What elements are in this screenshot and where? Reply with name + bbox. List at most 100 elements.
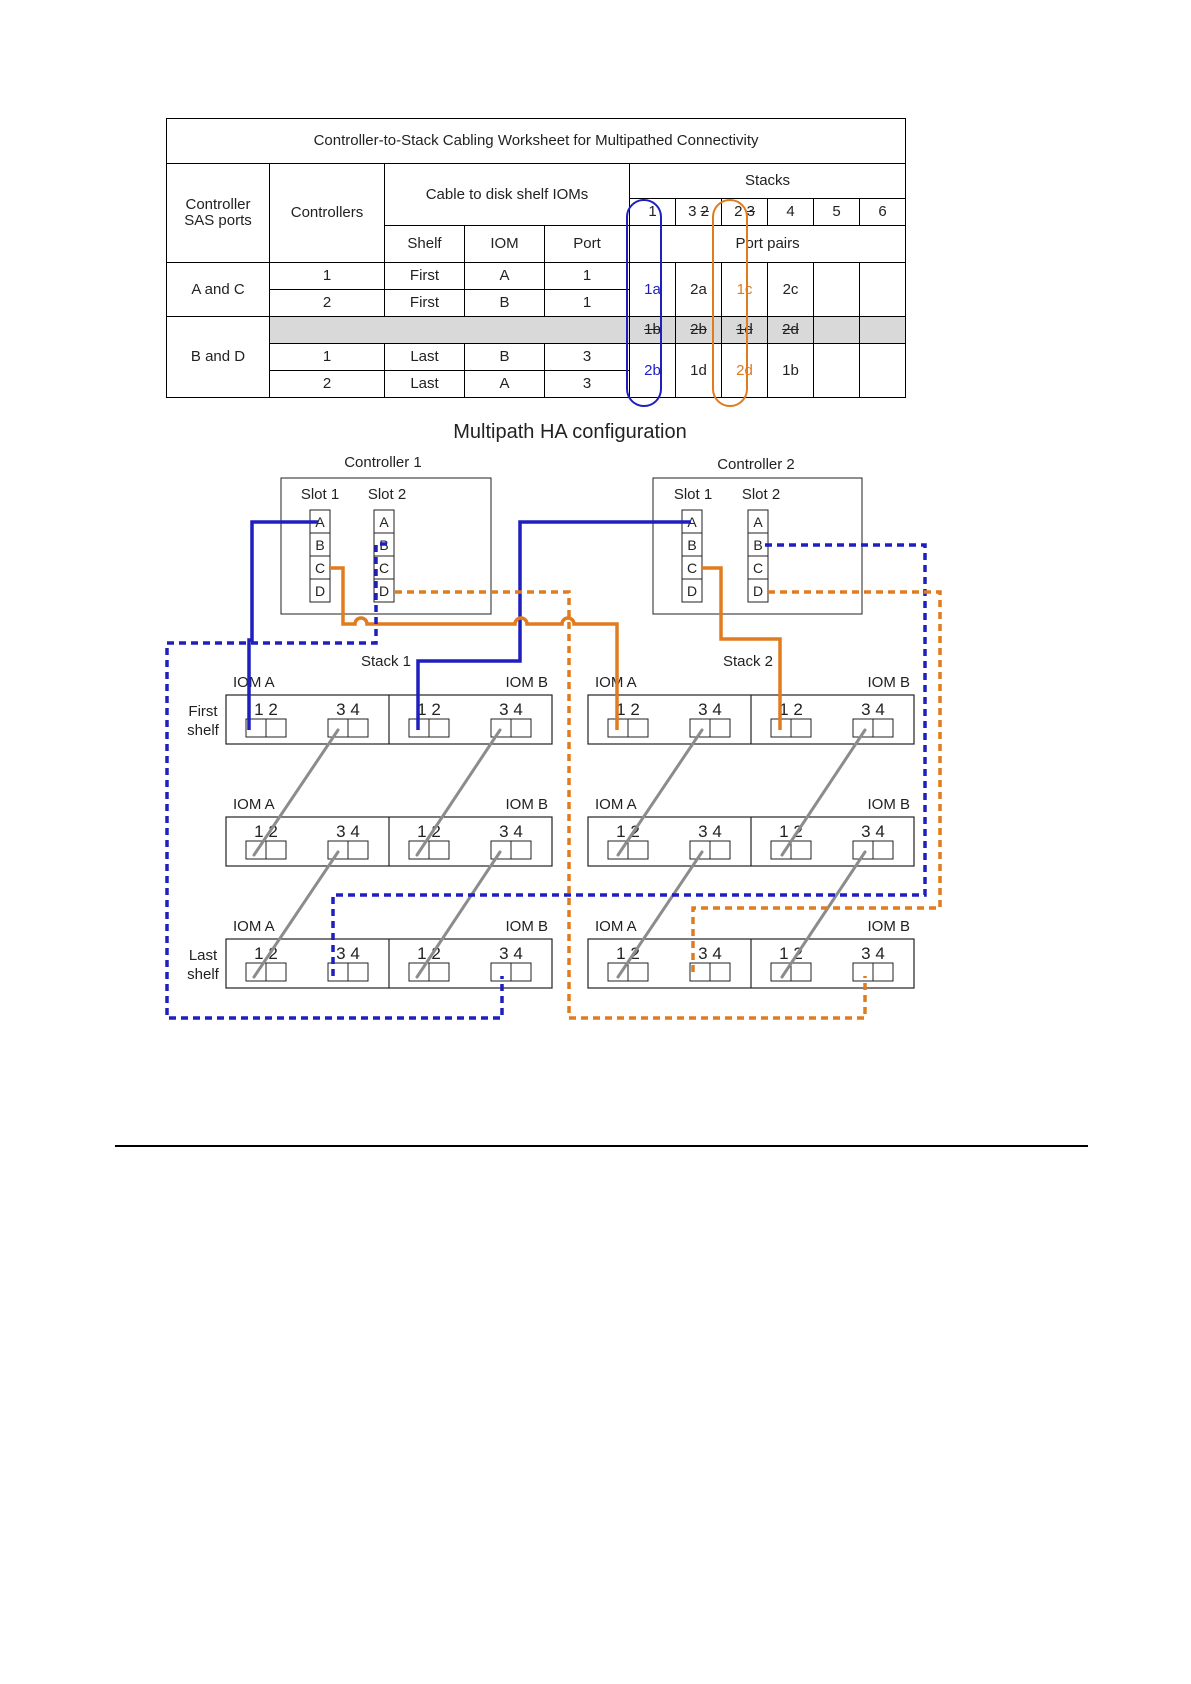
port-numbers: 1 2 <box>779 700 803 719</box>
iom-b-label: IOM B <box>867 796 910 813</box>
multipath-diagram: Multipath HA configuration Controller 1 … <box>165 421 942 1020</box>
chain-cable <box>252 850 340 979</box>
sas-port <box>347 718 369 738</box>
sas-port <box>265 962 287 982</box>
port-numbers: 3 4 <box>499 700 523 719</box>
chain-cable <box>780 850 867 979</box>
pair-cell-empty <box>858 262 907 317</box>
page-divider <box>115 1145 1088 1147</box>
cable-c1a-stack1 <box>247 520 318 730</box>
sas-port <box>852 962 874 982</box>
worksheet-title: Controller-to-Stack Cabling Worksheet fo… <box>165 118 907 164</box>
stack1-oval <box>626 199 662 407</box>
sas-port <box>872 718 894 738</box>
stack-number: 5 <box>813 198 860 226</box>
port-numbers: 1 2 <box>417 700 441 719</box>
port-letter: A <box>379 514 389 530</box>
port-letter: D <box>315 583 325 599</box>
stack-number: 2 3 <box>721 198 768 226</box>
controller2-slot1-label: Slot 1 <box>674 486 712 503</box>
port-numbers: 3 4 <box>499 822 523 841</box>
pair-cell: 2d <box>721 343 768 398</box>
port-numbers: 1 2 <box>779 822 803 841</box>
port-numbers: 3 4 <box>698 944 722 963</box>
sas-port <box>347 840 369 860</box>
cable-c1c-stack2 <box>329 566 619 730</box>
orange-solid-cables <box>329 566 782 730</box>
sas-port <box>428 718 450 738</box>
cell-controller: 1 <box>269 262 385 290</box>
chain-cable <box>616 728 704 857</box>
port-numbers: 3 4 <box>336 700 360 719</box>
port-letter: C <box>753 560 763 576</box>
sas-port <box>790 718 812 738</box>
sas-port <box>709 962 731 982</box>
port-letter: A <box>315 514 325 530</box>
cell-port: 3 <box>544 370 630 398</box>
port-letter: C <box>379 560 389 576</box>
stack-highlight-ovals <box>626 199 748 407</box>
sas-port <box>627 840 649 860</box>
diagram-title: Multipath HA configuration <box>453 421 686 443</box>
sas-port <box>510 718 532 738</box>
port-letter: B <box>687 537 696 553</box>
stack-number: 6 <box>858 198 907 226</box>
sas-port <box>709 840 731 860</box>
sas-port <box>790 962 812 982</box>
sas-port <box>327 718 349 738</box>
group-a-and-c: A and C <box>166 262 270 317</box>
iom-a-label: IOM A <box>595 796 637 813</box>
port-numbers: 1 2 <box>616 944 640 963</box>
pair-cell-empty <box>813 343 860 398</box>
port-letter: C <box>315 560 325 576</box>
orange-dashed-cables <box>395 590 942 1020</box>
sas-port <box>510 840 532 860</box>
sas-port <box>265 718 287 738</box>
iom-b-label: IOM B <box>867 918 910 935</box>
controller1-slot1-label: Slot 1 <box>301 486 339 503</box>
blue-dashed-cables <box>165 542 927 1020</box>
subheader-iom: IOM <box>464 225 545 263</box>
iom-a-label: IOM A <box>233 918 275 935</box>
cell-port: 1 <box>544 289 630 317</box>
cable-c1d-stack2-last <box>395 590 867 1020</box>
controller1-slot2-port-d <box>373 578 395 603</box>
sas-port <box>428 962 450 982</box>
struck-pair-empty <box>813 316 860 344</box>
iom-a-label: IOM A <box>595 918 637 935</box>
chain-cable <box>252 728 340 857</box>
iom-b-label: IOM B <box>505 796 548 813</box>
stack2-oval <box>712 199 748 407</box>
sas-port <box>428 840 450 860</box>
cell-iom: B <box>464 343 545 371</box>
subheader-port: Port <box>544 225 630 263</box>
port-numbers: 3 4 <box>861 700 885 719</box>
header-sas-ports: Controller SAS ports <box>166 163 270 263</box>
stack1-label: Stack 1 <box>361 653 411 670</box>
pair-cell: 1d <box>675 343 722 398</box>
cell-controller: 1 <box>269 343 385 371</box>
sas-port <box>790 840 812 860</box>
port-numbers: 1 2 <box>779 944 803 963</box>
iom-a-label: IOM A <box>233 674 275 691</box>
port-letter: A <box>753 514 763 530</box>
controller1-box <box>280 477 492 615</box>
controller2-slot1-port-d <box>681 578 703 603</box>
cable-c2b-stack1-last <box>331 543 927 976</box>
sas-port <box>327 840 349 860</box>
cell-shelf: Last <box>384 370 465 398</box>
port-numbers: 3 4 <box>861 944 885 963</box>
struck-pair: 1b <box>629 316 676 344</box>
cable-c2c-stack2 <box>701 566 782 730</box>
sas-port <box>265 840 287 860</box>
port-letter: D <box>753 583 763 599</box>
port-letter: A <box>687 514 697 530</box>
